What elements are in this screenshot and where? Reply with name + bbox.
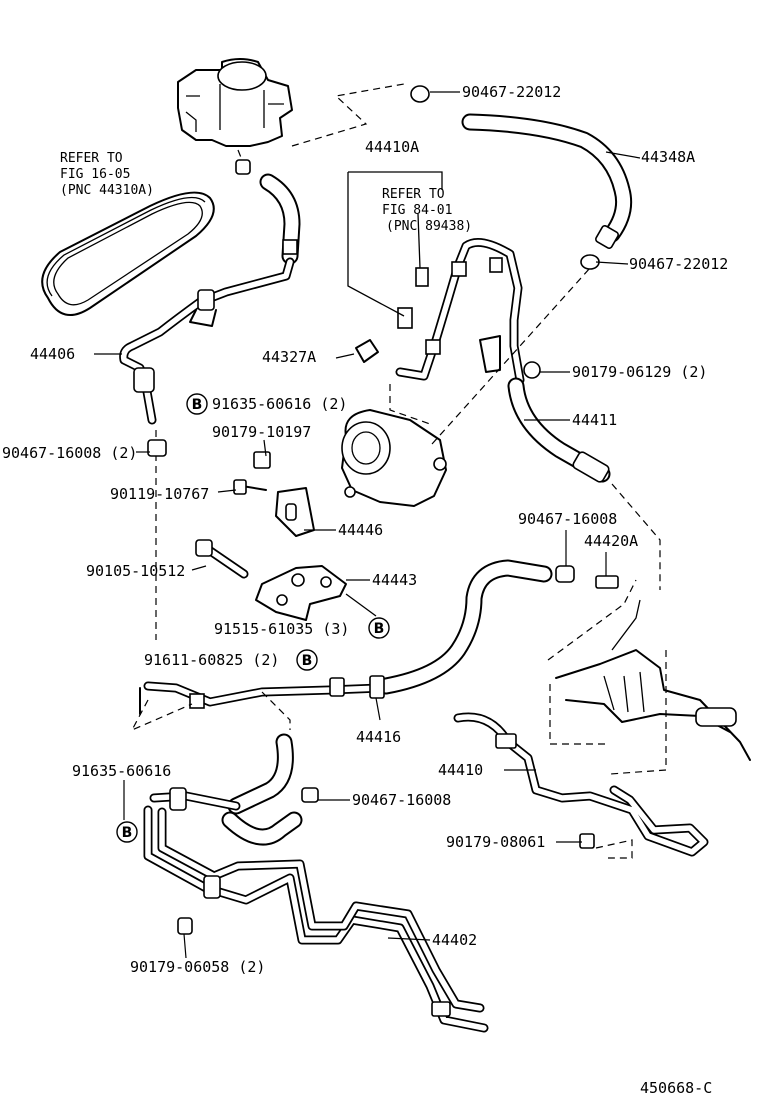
refer-switch-line-2: FIG 84-01 — [382, 203, 452, 218]
hose-44416 — [130, 559, 575, 732]
reservoir-tank — [177, 58, 293, 175]
pressure-tube-44410 — [453, 712, 709, 859]
label-90467-22012-top: 90467-22012 — [462, 83, 561, 101]
label-90467-16008-bottom: 90467-16008 — [352, 791, 451, 809]
reservoir-dashed-link — [291, 83, 405, 147]
leader-lines — [94, 91, 641, 959]
diagram-reference-code: 450668-C — [640, 1079, 712, 1097]
svg-text:B: B — [302, 653, 313, 669]
refer-belt-line-2: FIG 16-05 — [60, 167, 130, 182]
refer-switch-line-3: (PNC 89438) — [386, 219, 472, 234]
svg-text:B: B — [374, 621, 385, 637]
svg-text:B: B — [122, 825, 133, 841]
label-91635-60616-2: 91635-60616 (2) — [212, 395, 347, 413]
label-90179-08061: 90179-08061 — [446, 833, 545, 851]
label-44327A: 44327A — [262, 348, 316, 366]
suction-hose-44348A — [410, 85, 633, 270]
label-90119-10767: 90119-10767 — [110, 485, 209, 503]
label-90179-10197: 90179-10197 — [212, 423, 311, 441]
cooler-pipe-44402 — [143, 733, 489, 1033]
callout-b-4: B — [116, 821, 138, 843]
bracket-44446 — [147, 439, 315, 537]
refer-belt-line-1: REFER TO — [60, 151, 123, 166]
callout-b-2: B — [368, 617, 390, 639]
steering-gear — [547, 575, 751, 775]
power-steering-pump — [341, 267, 591, 507]
svg-text:B: B — [192, 397, 203, 413]
label-90105-10512: 90105-10512 — [86, 562, 185, 580]
label-91611-60825: 91611-60825 (2) — [144, 651, 279, 669]
label-44443: 44443 — [372, 571, 417, 589]
label-90467-16008-right: 90467-16008 — [518, 510, 617, 528]
label-44348A: 44348A — [641, 148, 695, 166]
drive-belt — [41, 191, 215, 317]
return-hose-44406 — [119, 173, 301, 425]
label-44416: 44416 — [356, 728, 401, 746]
return-hose-44411 — [507, 361, 661, 590]
label-44406: 44406 — [30, 345, 75, 363]
label-90179-06058: 90179-06058 (2) — [130, 958, 265, 976]
refer-switch-line-1: REFER TO — [382, 187, 445, 202]
label-91635-60616: 91635-60616 — [72, 762, 171, 780]
label-44420A: 44420A — [584, 532, 638, 550]
callout-b-1: B — [186, 393, 208, 415]
label-44410A: 44410A — [365, 138, 419, 156]
label-91515-61035: 91515-61035 (3) — [214, 620, 349, 638]
label-90179-06129: 90179-06129 (2) — [572, 363, 707, 381]
bracket-44443 — [195, 539, 377, 621]
refer-belt-line-3: (PNC 44310A) — [60, 183, 154, 198]
label-44402: 44402 — [432, 931, 477, 949]
label-90467-22012-mid: 90467-22012 — [629, 255, 728, 273]
callout-b-3: B — [296, 649, 318, 671]
label-44410: 44410 — [438, 761, 483, 779]
label-44411: 44411 — [572, 411, 617, 429]
pressure-tube-44410A — [347, 171, 525, 385]
label-44446: 44446 — [338, 521, 383, 539]
label-90467-16008-2: 90467-16008 (2) — [2, 444, 137, 462]
